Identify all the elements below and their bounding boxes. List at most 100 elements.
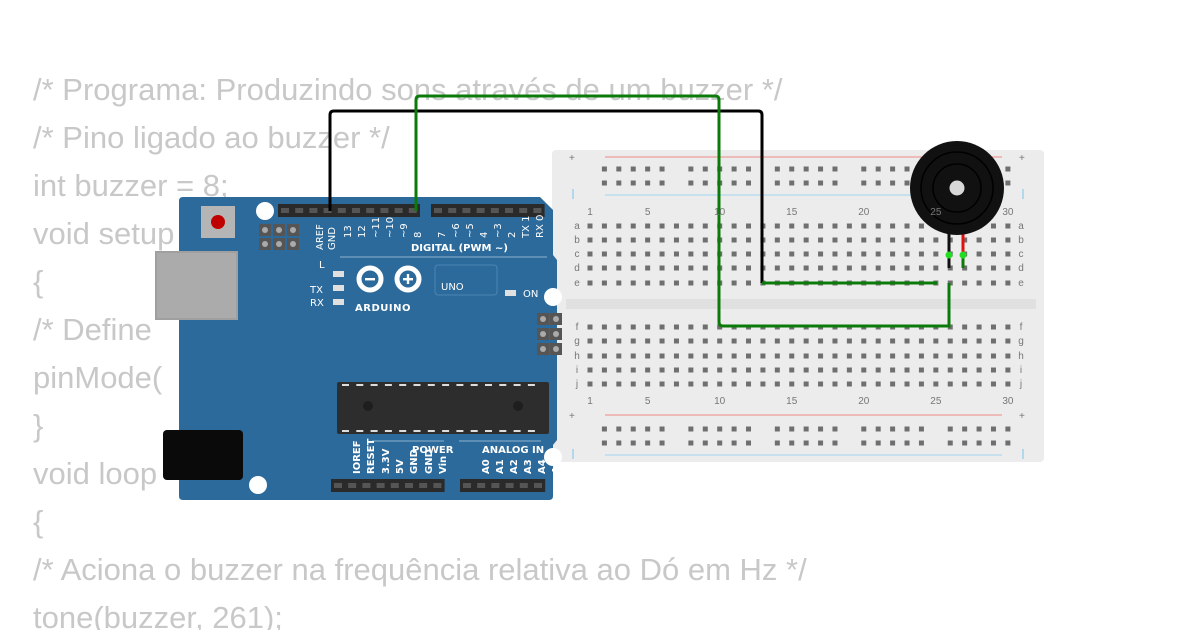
breadboard-hole	[875, 381, 881, 387]
code-line: }	[33, 408, 44, 443]
rail-hole	[731, 426, 737, 432]
rail-hole	[746, 166, 752, 172]
usb-port-inner	[157, 253, 236, 318]
rail-hole	[890, 180, 896, 186]
breadboard-hole	[760, 367, 766, 373]
breadboard-hole	[846, 367, 852, 373]
bottom-pin-label: A5	[551, 459, 562, 474]
row-label: e	[574, 278, 580, 289]
code-line: void setup	[33, 216, 175, 251]
rail-hole	[890, 440, 896, 446]
rail-hole	[875, 180, 881, 186]
rail-hole	[616, 180, 622, 186]
breadboard-hole	[818, 367, 824, 373]
rail-hole	[875, 166, 881, 172]
breadboard-hole	[990, 237, 996, 243]
mounting-hole	[249, 476, 267, 494]
breadboard-hole	[890, 237, 896, 243]
breadboard-hole	[746, 223, 752, 229]
row-label: b	[574, 235, 580, 246]
breadboard-hole	[789, 223, 795, 229]
bottom-pin-label: A4	[537, 459, 548, 474]
breadboard-hole	[904, 353, 910, 359]
rail-hole	[962, 440, 968, 446]
reset-button[interactable]	[211, 215, 225, 229]
row-label: d	[574, 263, 580, 274]
code-line: tone(buzzer, 261);	[33, 600, 283, 630]
icsp2-pin	[540, 316, 546, 322]
header-pin	[408, 208, 417, 213]
row-label: e	[1018, 278, 1024, 289]
breadboard-hole	[659, 237, 665, 243]
top-pin-label: ~3	[493, 223, 504, 238]
breadboard-hole	[803, 338, 809, 344]
rail-hole	[875, 426, 881, 432]
breadboard-hole	[904, 223, 910, 229]
rail-hole	[746, 426, 752, 432]
breadboard-hole	[688, 381, 694, 387]
breadboard-hole	[673, 251, 679, 257]
column-label: 10	[714, 207, 726, 218]
breadboard-hole	[1005, 265, 1011, 271]
led-label: TX	[309, 285, 323, 296]
breadboard-hole	[803, 237, 809, 243]
breadboard-hole	[990, 353, 996, 359]
chip-pin	[485, 430, 492, 432]
breadboard-hole	[918, 353, 924, 359]
row-label: j	[1019, 379, 1022, 390]
rail-hole	[702, 180, 708, 186]
top-pin-label: 2	[507, 232, 518, 238]
chip-pin	[384, 384, 392, 386]
breadboard-hole	[731, 223, 737, 229]
chip-notch	[363, 401, 373, 411]
analog-header	[460, 479, 546, 492]
top-pin-label: 7	[437, 232, 448, 238]
header-pin	[337, 208, 346, 213]
breadboard-hole	[918, 367, 924, 373]
row-label: b	[1018, 235, 1024, 246]
header-pin	[533, 208, 542, 213]
breadboard-hole	[818, 338, 824, 344]
buzzer-ring	[932, 163, 982, 213]
breadboard-hole	[962, 280, 968, 286]
rail-hole	[832, 440, 838, 446]
breadboard-hole	[659, 381, 665, 387]
breadboard-hole	[616, 324, 622, 330]
breadboard-hole	[890, 353, 896, 359]
rail-hole	[774, 180, 780, 186]
rail-hole	[659, 440, 665, 446]
buzzer-center	[949, 180, 965, 196]
rail-hole	[630, 180, 636, 186]
rail-hole	[990, 440, 996, 446]
top-pin-label: 4	[479, 232, 490, 238]
breadboard-hole	[875, 265, 881, 271]
breadboard-hole	[861, 265, 867, 271]
rail-plus-label: +	[569, 411, 575, 422]
breadboard-hole	[688, 265, 694, 271]
column-label: 15	[786, 207, 798, 218]
breadboard-hole	[846, 338, 852, 344]
header-pin	[519, 208, 528, 213]
rail-hole	[1005, 440, 1011, 446]
breadboard-hole	[904, 338, 910, 344]
bottom-pin-label: GND	[424, 449, 435, 474]
rail-hole	[832, 426, 838, 432]
rail-hole	[659, 166, 665, 172]
rail-hole	[774, 166, 780, 172]
row-label: c	[1019, 249, 1024, 260]
breadboard-hole	[890, 381, 896, 387]
breadboard-hole	[702, 265, 708, 271]
breadboard-hole	[990, 324, 996, 330]
rail-hole	[818, 426, 824, 432]
header-pin	[490, 208, 499, 213]
chip-pin	[470, 430, 478, 432]
icsp2-pin	[553, 316, 559, 322]
rail-hole	[789, 440, 795, 446]
rail-hole	[616, 166, 622, 172]
breadboard-hole	[601, 265, 607, 271]
rail-plus-label: +	[1019, 411, 1025, 422]
icsp-pin	[290, 241, 296, 247]
chip-pin	[485, 384, 492, 386]
rail-hole	[890, 166, 896, 172]
